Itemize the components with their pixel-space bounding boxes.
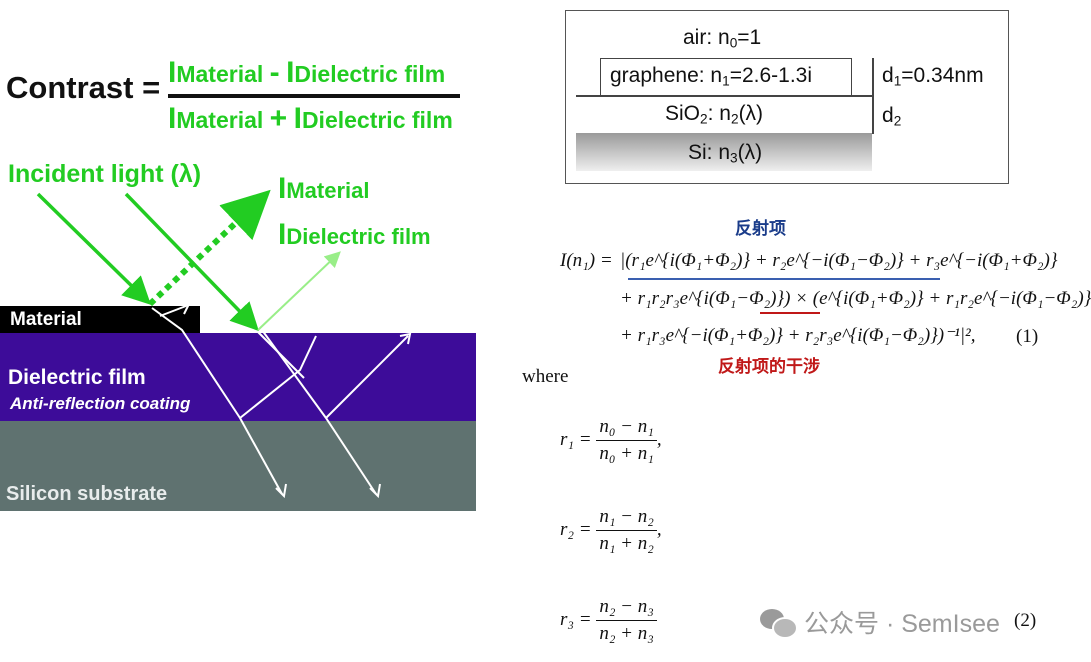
- internal-rays: [151, 303, 412, 499]
- i-symbol: I: [168, 102, 177, 135]
- i-symbol: I: [286, 56, 295, 89]
- watermark: 公众号 · SemIsee: [760, 604, 1000, 640]
- r2-numerator: n₁ − n₂: [596, 506, 657, 531]
- equation-line-1: |(r₁e^{i(Φ₁+Φ₂)} + r₂e^{−i(Φ₁−Φ₂)} + r₃e…: [620, 250, 1058, 271]
- subscript: 2: [700, 111, 708, 127]
- equation-number-2: (2): [1014, 610, 1037, 631]
- antireflection-label: Anti-reflection coating: [10, 394, 191, 413]
- d-text: d: [882, 104, 894, 127]
- equation-line-2: + r₁r₂r₃e^{i(Φ₁−Φ₂)}) × (e^{i(Φ₁+Φ₂)} + …: [620, 288, 1091, 309]
- subscript-material: Material: [176, 107, 264, 133]
- i-symbol: I: [293, 102, 302, 135]
- thickness-bracket: [872, 58, 874, 134]
- watermark-text: 公众号 · SemIsee: [804, 610, 1000, 638]
- d1-label: d1=0.34nm: [882, 64, 984, 88]
- wechat-icon: [760, 607, 798, 639]
- subscript-dielectric: Dielectric film: [294, 61, 446, 87]
- subscript-material: Material: [286, 178, 370, 203]
- reflection-term-label: 反射项: [735, 219, 786, 238]
- si-text: Si: n: [688, 141, 731, 164]
- incident-light-label: Incident light (λ): [8, 160, 202, 188]
- fraction-bar: [168, 94, 460, 98]
- minus-operator: -: [269, 56, 280, 89]
- sio2-label: SiO2: n2(λ): [665, 102, 763, 126]
- r3-denominator: n₂ + n₃: [599, 623, 654, 644]
- air-text: air: n: [683, 26, 730, 49]
- subscript: 2: [893, 113, 902, 129]
- r1-comma: ,: [656, 428, 662, 450]
- layer-schematic-box: [565, 10, 1009, 184]
- air-label: air: n0=1: [683, 26, 761, 50]
- i-material-label: IMaterial: [278, 172, 370, 206]
- contrast-numerator: IMaterial - IDielectric film: [168, 56, 445, 90]
- sio2-mid: : n: [707, 102, 731, 125]
- reflection-underline: [628, 278, 940, 280]
- r3-numerator: n₂ − n₃: [596, 596, 657, 621]
- si-value: (λ): [737, 141, 763, 164]
- r2-comma: ,: [656, 518, 662, 540]
- sio2-text: SiO: [665, 102, 701, 125]
- incident-ray: [36, 192, 151, 305]
- si-layer: [576, 133, 872, 171]
- d2-label: d2: [882, 104, 901, 128]
- i-symbol: I: [168, 56, 177, 89]
- si-label: Si: n3(λ): [688, 141, 762, 165]
- subscript: 1: [722, 73, 730, 89]
- subscript: 0: [729, 35, 738, 51]
- d1-value: =0.34nm: [901, 64, 984, 87]
- optics-diagram: [0, 189, 476, 511]
- dielectric-label: Dielectric film: [8, 366, 146, 389]
- air-value: =1: [737, 26, 762, 49]
- subscript-material: Material: [176, 61, 264, 87]
- plus-operator: +: [269, 102, 288, 135]
- sio2-top-line: [576, 95, 872, 97]
- interference-label: 反射项的干涉: [718, 357, 820, 376]
- i-symbol: I: [278, 218, 287, 251]
- r3-lhs: r₃ =: [560, 608, 592, 630]
- material-label: Material: [10, 309, 82, 330]
- graphene-label: graphene: n1=2.6-1.3i: [610, 64, 812, 88]
- r2-denominator: n₁ + n₂: [599, 533, 654, 554]
- contrast-denominator: IMaterial + IDielectric film: [168, 102, 453, 136]
- i-dielectric-label: IDielectric film: [278, 218, 431, 252]
- subscript-dielectric: Dielectric film: [301, 107, 453, 133]
- subscript-dielectric: Dielectric film: [286, 224, 431, 249]
- interference-underline: [760, 312, 820, 314]
- sio2-value: (λ): [738, 102, 764, 125]
- contrast-label: Contrast =: [6, 70, 161, 105]
- graphene-text: graphene: n: [610, 64, 723, 87]
- material-reflected-ray: [147, 189, 271, 307]
- incident-ray: [124, 192, 259, 332]
- subscript: 2: [730, 111, 739, 127]
- d-text: d: [882, 64, 894, 87]
- r2-lhs: r₂ =: [560, 518, 592, 540]
- substrate-layer: [0, 421, 476, 511]
- r1-denominator: n₀ + n₁: [599, 443, 654, 464]
- where-text: where: [522, 366, 569, 387]
- r1-lhs: r₁ =: [560, 428, 592, 450]
- dielectric-reflected-ray: [257, 251, 341, 331]
- subscript: 1: [893, 73, 902, 89]
- i-symbol: I: [278, 172, 287, 205]
- graphene-value: =2.6-1.3i: [729, 64, 813, 87]
- equation-lhs: I(n₁) =: [560, 250, 613, 271]
- subscript: 3: [730, 150, 738, 166]
- equation-number-1: (1): [1016, 326, 1039, 347]
- substrate-label: Silicon substrate: [6, 483, 168, 505]
- equation-line-3: + r₁r₃e^{−i(Φ₁+Φ₂)} + r₂r₃e^{i(Φ₁−Φ₂)})⁻…: [620, 325, 976, 346]
- r1-numerator: n₀ − n₁: [596, 416, 657, 441]
